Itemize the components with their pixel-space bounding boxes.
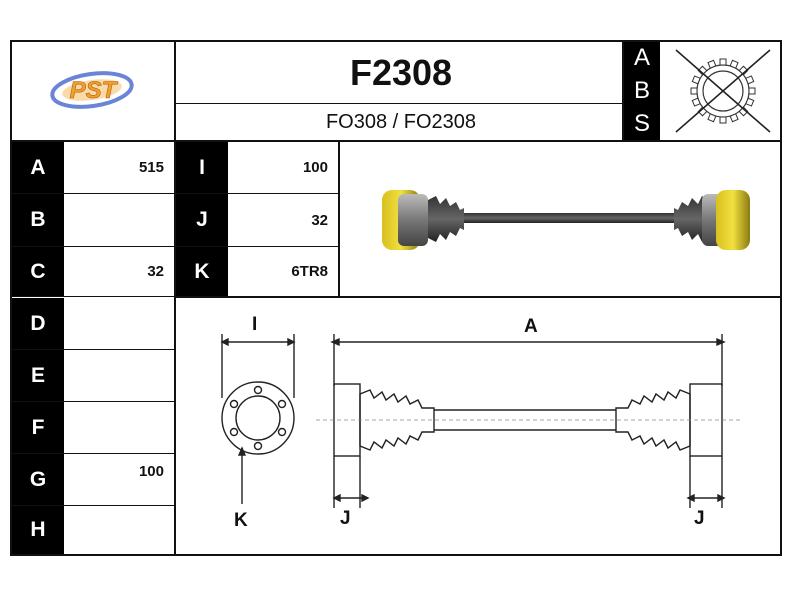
- abs-ring-tooth: [729, 59, 739, 69]
- spec-value-b: [64, 194, 164, 246]
- abs-ring-tooth: [748, 87, 756, 95]
- logo-text: PST: [70, 77, 119, 104]
- spec-key-g: G: [12, 454, 64, 505]
- row-line: [12, 453, 176, 454]
- row-line: [12, 505, 176, 506]
- dim-label-j-left: J: [340, 508, 351, 529]
- spec-key-j: J: [176, 194, 228, 246]
- divider-photo: [338, 142, 340, 298]
- divider-header: [12, 140, 782, 142]
- spec-value-a: 515: [138, 159, 164, 176]
- row-line: [12, 296, 176, 297]
- no-abs-ring-icon: [675, 49, 771, 133]
- spec-value-d: [64, 298, 164, 349]
- abs-label: A B S: [624, 42, 660, 140]
- spec-key-i: I: [176, 142, 228, 193]
- divider-logo: [174, 42, 176, 554]
- abs-ring-tooth: [691, 97, 701, 107]
- pst-logo: PST: [50, 71, 134, 109]
- abs-ring-tooth: [719, 58, 727, 66]
- spec-key-k: K: [176, 247, 228, 296]
- abs-ring-tooth: [707, 59, 717, 69]
- spec-key-e: E: [12, 350, 64, 401]
- dim-label-k: K: [234, 510, 248, 531]
- abs-ring-tooth: [719, 116, 727, 124]
- row-line: [12, 401, 176, 402]
- drive-shaft-photo: [382, 190, 750, 250]
- spec-value-j: 32: [311, 211, 328, 229]
- spec-value-g: 100: [138, 463, 164, 480]
- right-cv-joint: [716, 190, 750, 250]
- part-number: F2308: [349, 52, 453, 93]
- dim-label-a: A: [524, 316, 538, 337]
- spec-key-b: B: [12, 194, 64, 246]
- abs-ring-tooth: [745, 97, 755, 107]
- abs-ring-tooth: [745, 75, 755, 85]
- oem-references: FO308 / FO2308: [325, 110, 477, 133]
- abs-ring-tooth: [738, 65, 749, 76]
- abs-ring-tooth: [707, 113, 717, 123]
- spec-key-d: D: [12, 298, 64, 349]
- abs-letter: S: [633, 109, 650, 137]
- row-line: [12, 349, 176, 350]
- abs-ring-tooth: [729, 113, 739, 123]
- abs-letter: A: [633, 44, 650, 72]
- spec-key-c: C: [12, 247, 64, 296]
- abs-ring-tooth: [697, 65, 708, 76]
- dim-label-i: I: [252, 314, 258, 335]
- spec-key-f: F: [12, 402, 64, 453]
- abs-ring-tooth: [690, 87, 698, 95]
- spec-value-e: [64, 350, 164, 401]
- spec-key-h: H: [12, 506, 64, 554]
- left-boot: [428, 196, 464, 242]
- spec-key-a: A: [12, 142, 64, 193]
- abs-ring-tooth: [738, 106, 749, 117]
- divider-abs: [622, 42, 624, 142]
- abs-letter: B: [633, 76, 650, 104]
- spec-value-h: [64, 506, 164, 554]
- row-line: [12, 193, 338, 194]
- abs-ring-tooth: [691, 75, 701, 85]
- technical-drawing: [220, 334, 742, 508]
- spec-value-k: 6TR8: [291, 263, 328, 280]
- row-line: [12, 246, 338, 247]
- shaft: [464, 213, 674, 223]
- right-boot: [674, 196, 708, 242]
- abs-ring-tooth: [697, 106, 708, 117]
- spec-value-c: 32: [147, 263, 164, 280]
- divider-title: [176, 103, 622, 104]
- dim-label-j-right: J: [694, 508, 705, 529]
- spec-sheet-frame: [10, 40, 782, 556]
- divider-photo-bottom: [176, 296, 782, 298]
- spec-value-i: 100: [302, 159, 328, 176]
